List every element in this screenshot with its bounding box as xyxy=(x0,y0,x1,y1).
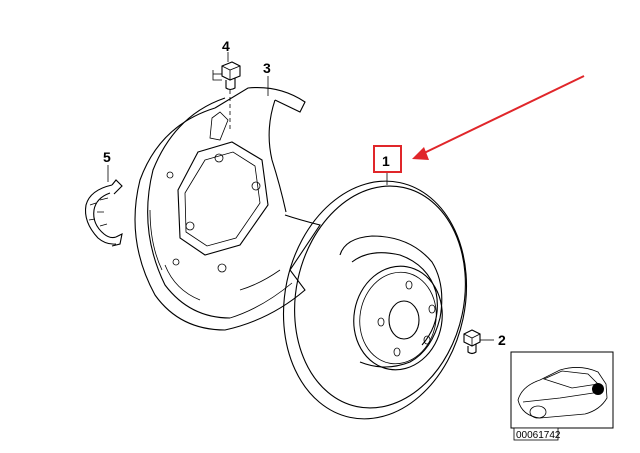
reference-number: 00061742 xyxy=(516,430,561,441)
arrow-head xyxy=(412,147,429,160)
hex-bolt xyxy=(212,61,241,130)
callout-3-label: 3 xyxy=(263,60,271,76)
callout-2-label: 2 xyxy=(498,332,506,348)
vehicle-thumbnail: 00061742 xyxy=(510,351,614,441)
callout-1-label: 1 xyxy=(382,153,390,169)
callout-4-label: 4 xyxy=(222,38,230,54)
brake-backing-plate xyxy=(134,87,321,331)
locating-screw xyxy=(463,329,481,355)
brake-disc xyxy=(282,180,468,420)
highlight-box xyxy=(373,145,402,173)
red-arrow xyxy=(412,75,585,160)
car-illustration xyxy=(517,367,608,419)
parking-brake-shoe xyxy=(84,179,123,247)
callout-5-label: 5 xyxy=(103,149,111,165)
wheel-location-marker xyxy=(592,383,604,395)
